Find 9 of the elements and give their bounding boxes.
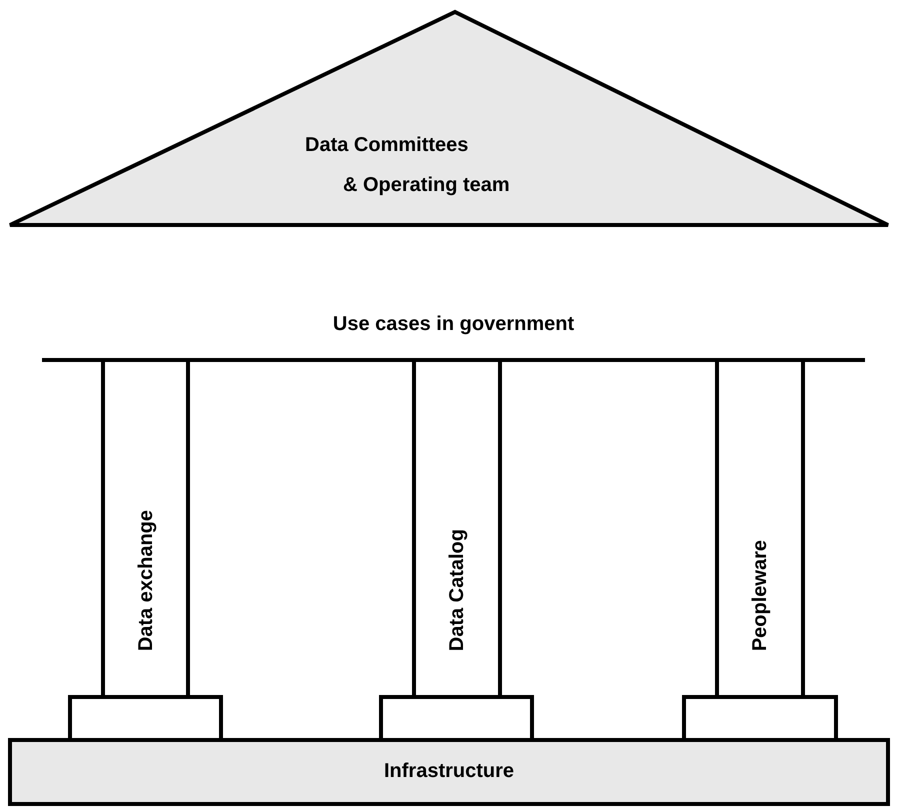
beam-heading: Use cases in government: [332, 313, 576, 336]
pillar-label: Data exchange: [135, 510, 158, 651]
roof-text: Data Committees: [305, 134, 468, 157]
pillar-label: Peopleware: [749, 540, 772, 651]
infrastructure-bar: [8, 738, 890, 806]
bar-label: Infrastructure: [382, 760, 516, 783]
roof-text: & Operating team: [343, 174, 510, 197]
roof-triangle: [8, 8, 892, 230]
pillar-label: Data Catalog: [446, 528, 469, 651]
